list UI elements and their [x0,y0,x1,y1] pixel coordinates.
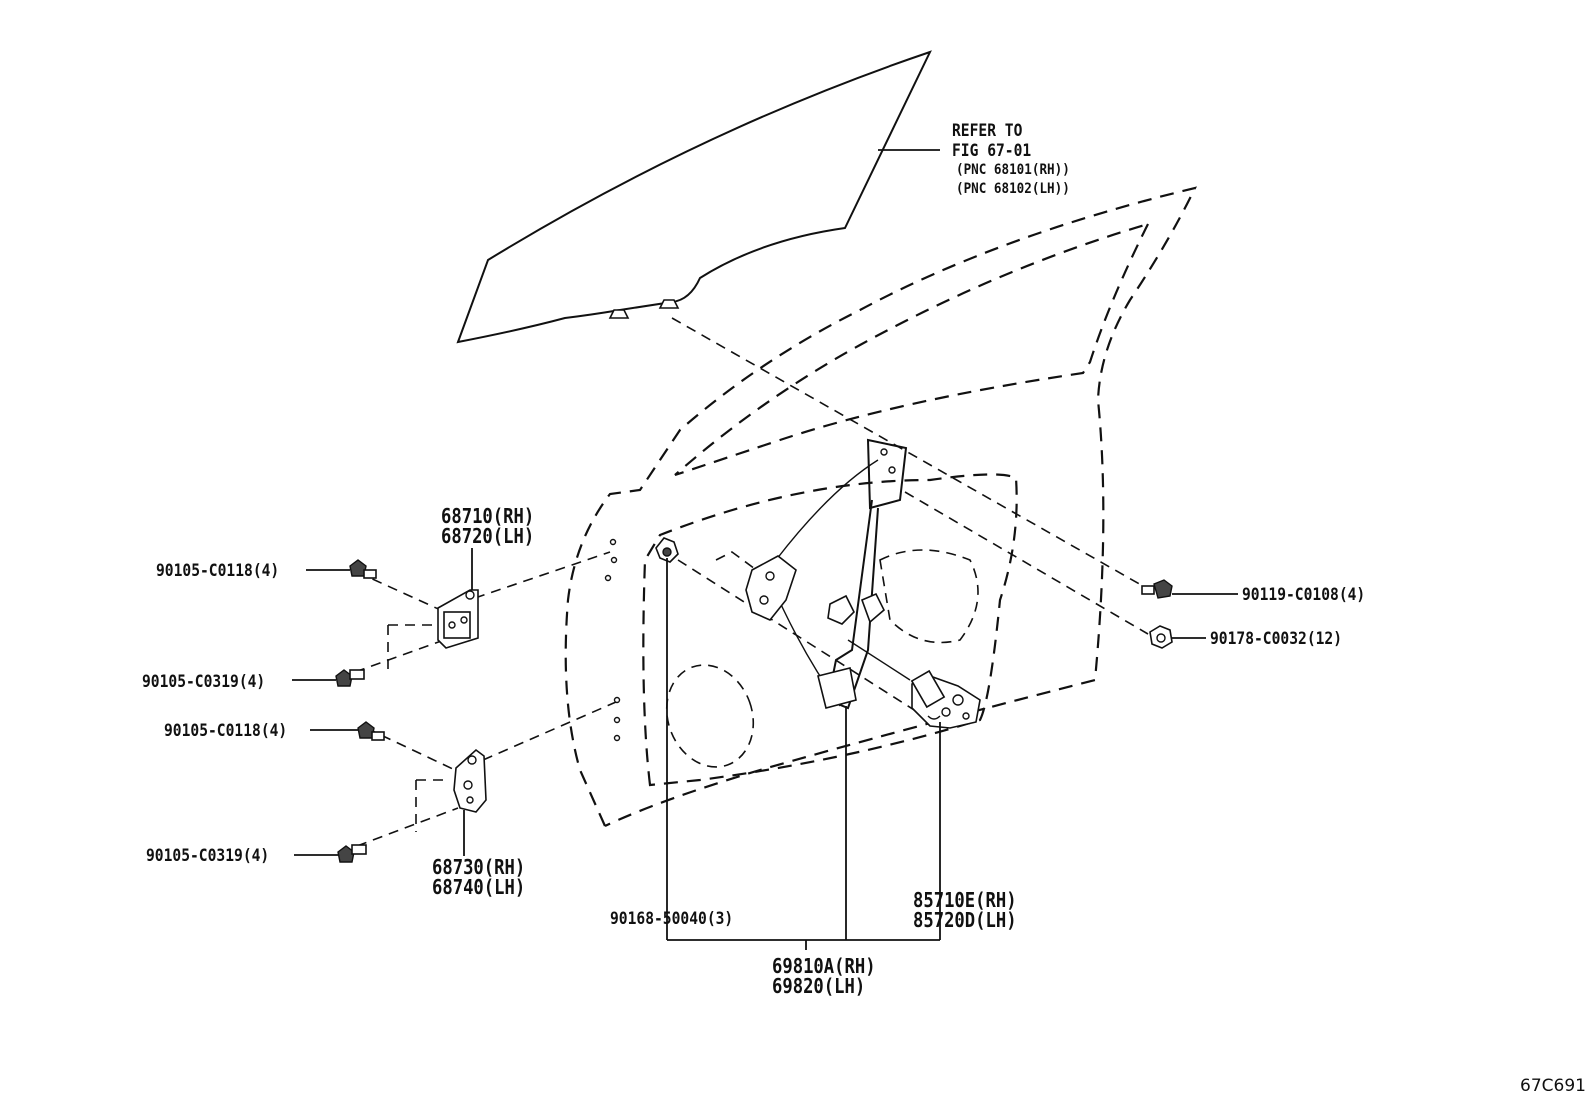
label-regulator-lh: 69820(LH) [772,974,866,998]
refer-line-2: FIG 67-01 [952,141,1032,161]
bolt-icon [1141,579,1173,599]
label-hinge-upper-lh: 68720(LH) [441,524,535,548]
label-bolt-center: 90168-50040(3) [610,909,734,929]
bolt-icon [349,559,377,579]
bolt-icon [337,844,367,863]
label-bolt-upper-a: 90105-C0118(4) [156,561,280,581]
refer-line-3: (PNC 68101(RH)) [956,162,1070,178]
label-regulator-rh: 69810A(RH) [772,954,876,978]
label-nut-right: 90178-C0032(12) [1210,629,1343,649]
label-hinge-lower-rh: 68730(RH) [432,855,526,879]
hinge-icon [437,589,479,649]
refer-line-4: (PNC 68102(LH)) [956,181,1070,197]
nut-icon [1149,625,1173,649]
label-hinge-lower-lh: 68740(LH) [432,875,526,899]
figure-code: 67C691 [1520,1076,1586,1096]
window-glass-icon [456,50,932,344]
label-bolt-upper-b: 90105-C0319(4) [142,672,266,692]
bottom-leaders [666,558,941,950]
hinge-icon [453,748,487,813]
bolt-icon [655,537,679,563]
assembly-lines [354,317,1151,847]
label-motor-lh: 85720D(LH) [913,908,1017,932]
label-bolt-right: 90119-C0108(4) [1242,585,1366,605]
motor-icon [910,669,981,729]
bolt-icon [357,721,385,741]
refer-line-1: REFER TO [952,121,1023,141]
regulator-icon [745,438,911,710]
label-hinge-upper-rh: 68710(RH) [441,504,535,528]
label-motor-rh: 85710E(RH) [913,888,1017,912]
bolt-icon [335,669,365,687]
door-panel-icon [564,186,1197,827]
label-bolt-lower-b: 90105-C0319(4) [146,846,270,866]
label-bolt-lower-a: 90105-C0118(4) [164,721,288,741]
